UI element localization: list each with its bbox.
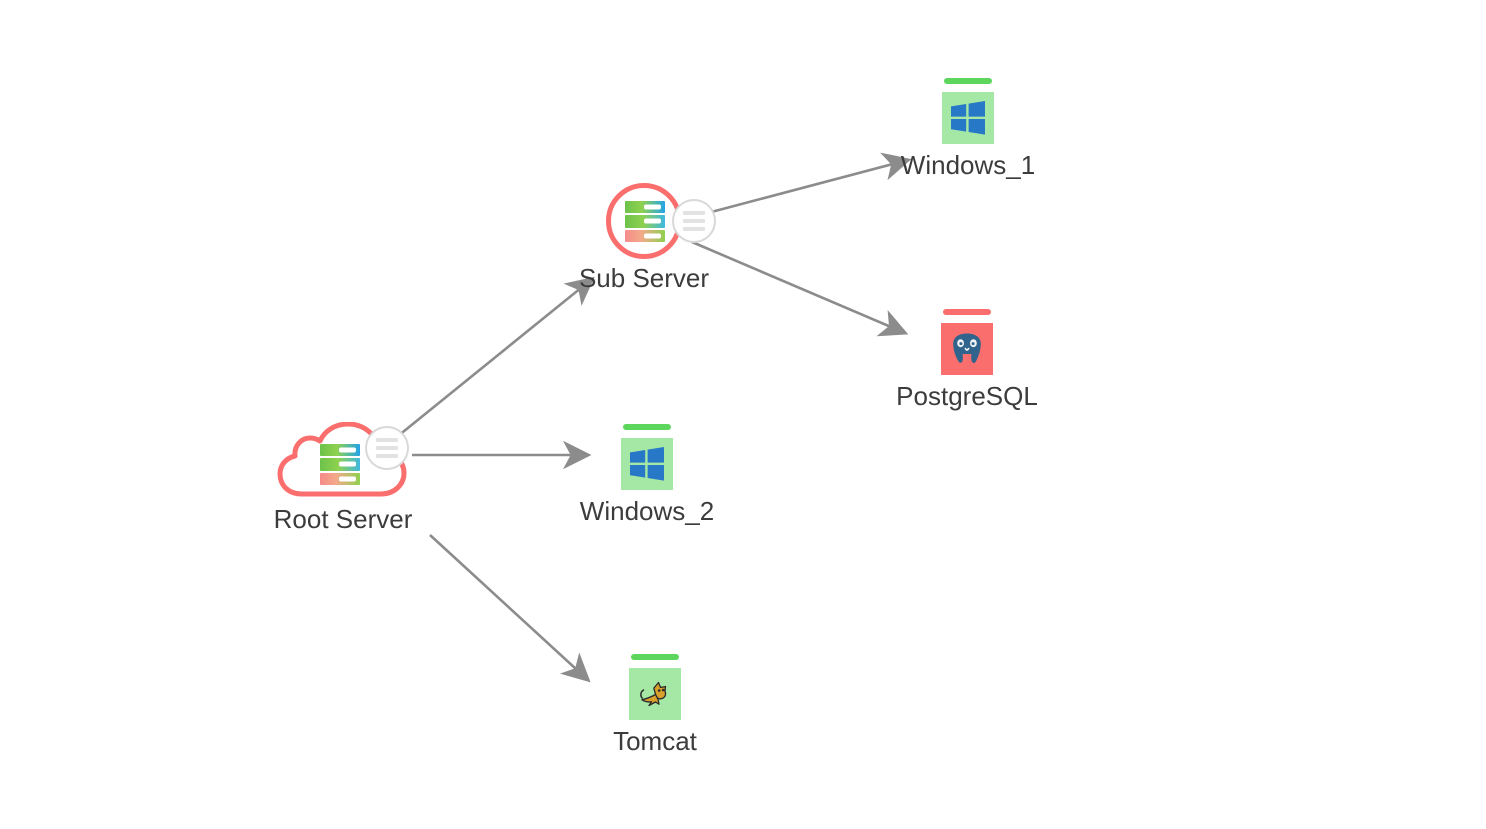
edge-sub-to-windows-1: [699, 152, 912, 217]
status-bar-ok: [631, 654, 679, 660]
node-root-server[interactable]: Root Server: [274, 421, 412, 532]
node-tomcat[interactable]: Tomcat: [595, 654, 715, 764]
badge-line-1: [683, 211, 705, 215]
node-sub-server[interactable]: Sub Server: [579, 183, 720, 291]
windows-logo-icon: [942, 92, 994, 144]
root-server-menu-badge[interactable]: [365, 426, 409, 470]
edge-sub-to-postgresql: [691, 240, 909, 337]
node-postgresql[interactable]: PostgreSQL: [896, 309, 1038, 419]
windows-logo-icon: [621, 438, 673, 490]
sub-server-menu-badge[interactable]: [672, 199, 716, 243]
node-label-tomcat: Tomcat: [613, 726, 697, 756]
node-label-windows-1: Windows_1: [900, 150, 1036, 180]
status-bar-alert: [943, 309, 991, 315]
node-label-postgresql: PostgreSQL: [896, 381, 1038, 411]
node-windows-1[interactable]: Windows_1: [901, 78, 1035, 188]
edge-root-to-sub: [397, 276, 595, 438]
server-rack-icon: [625, 201, 665, 242]
badge-line-1: [376, 438, 398, 442]
server-rack-icon: [320, 444, 360, 485]
edge-root-to-tomcat: [429, 534, 591, 683]
badge-line-3: [376, 454, 398, 458]
node-label-root-server: Root Server: [273, 504, 413, 534]
tomcat-logo-icon: [629, 668, 681, 720]
status-bar-ok: [623, 424, 671, 430]
badge-line-3: [683, 227, 705, 231]
badge-line-2: [376, 446, 398, 450]
badge-line-2: [683, 219, 705, 223]
node-windows-2[interactable]: Windows_2: [580, 424, 714, 534]
postgresql-logo-icon: [941, 323, 993, 375]
status-bar-ok: [944, 78, 992, 84]
node-label-sub-server: Sub Server: [578, 263, 710, 293]
node-label-windows-2: Windows_2: [579, 496, 715, 526]
